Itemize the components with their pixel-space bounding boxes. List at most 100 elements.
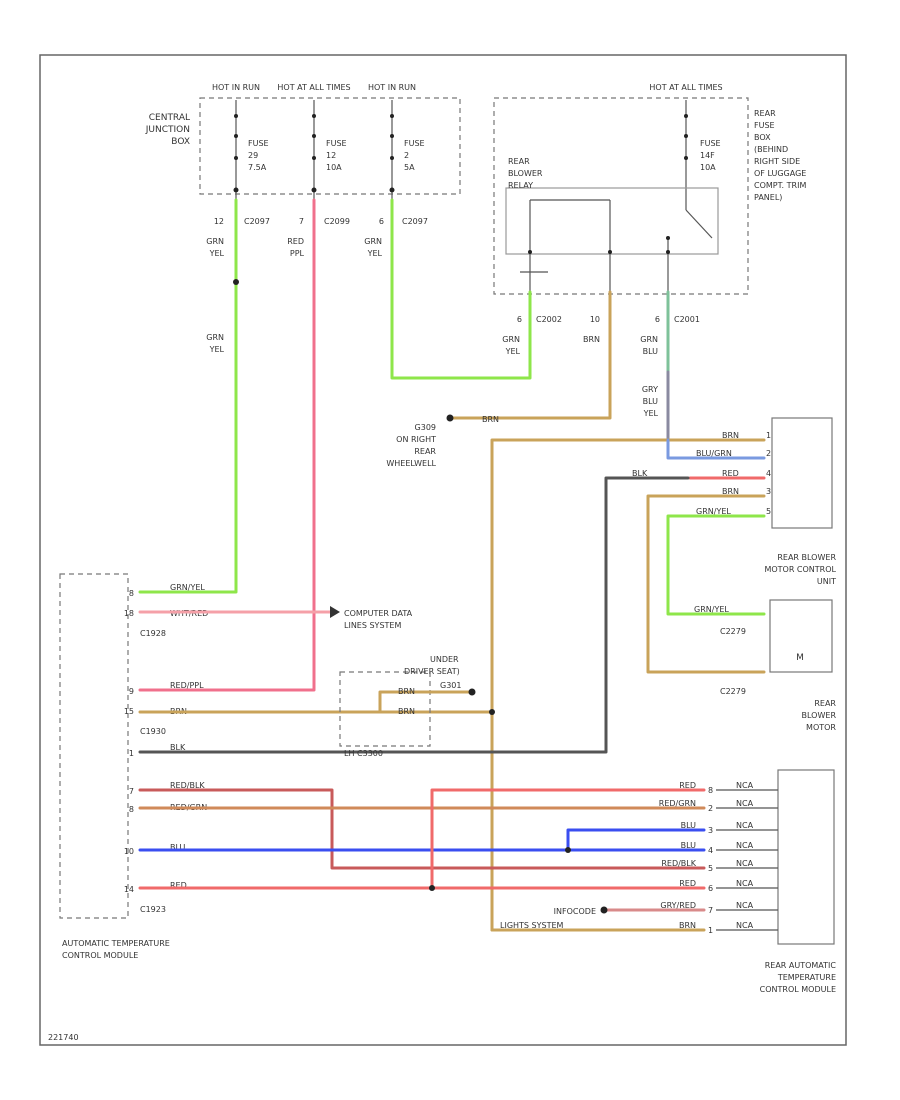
fuse-29-num: 29 xyxy=(248,151,258,160)
fuse-2-num: 2 xyxy=(404,151,409,160)
wire-brn-g301 xyxy=(378,690,472,714)
rear-fuse-14f: FUSE 14F 10A xyxy=(684,100,721,190)
rbmcu-wire-brn-1 xyxy=(490,438,766,932)
w5-label-b: YEL xyxy=(505,347,521,356)
w4-label-a: GRN xyxy=(206,333,224,342)
motor-label-3: MOTOR xyxy=(806,723,836,732)
motor-m-symbol: M xyxy=(796,653,804,663)
wire-grn-yel-3 xyxy=(390,198,532,380)
ratc-wire-label: BLU xyxy=(681,821,697,830)
ratc-pin: 5 xyxy=(708,864,713,873)
fuse-column-1: FUSE 29 7.5A xyxy=(233,100,269,200)
rbmcu-blk: BLK xyxy=(632,469,648,478)
cjb-conn1-pin: 12 xyxy=(214,217,224,226)
fuse-14f-amp: 10A xyxy=(700,163,716,172)
w8-label-a: GRY xyxy=(642,385,658,394)
rear-fuse-box xyxy=(493,97,749,295)
cjb-conn1: C2097 xyxy=(244,217,270,226)
rfb-conn2-pin: 10 xyxy=(590,315,600,324)
rbmcu-w3: RED xyxy=(722,469,739,478)
rfb-label-3: BOX xyxy=(754,133,771,142)
rbmcu-wire-blk xyxy=(138,476,690,754)
ratc-label-1: REAR AUTOMATIC xyxy=(765,961,837,970)
motor-conn2: C2279 xyxy=(720,687,746,696)
ratc-nca-label: NCA xyxy=(736,841,754,850)
rear-blower-relay xyxy=(505,187,719,255)
atc-pin-blu: 10 xyxy=(124,847,134,856)
w5-label-a: GRN xyxy=(502,335,520,344)
rfb-conn1-pin: 6 xyxy=(517,315,522,324)
diagram-frame xyxy=(39,54,847,1046)
rbmcu-wire-brn-3 xyxy=(646,494,766,674)
rbmcu-label-3: UNIT xyxy=(817,577,836,586)
power-feed-1-a: HOT IN RUN xyxy=(212,83,260,92)
rbmcu-w2: BLU/GRN xyxy=(696,449,732,458)
relay-internals xyxy=(520,190,713,292)
ground-g309-line1: ON RIGHT xyxy=(396,435,436,444)
w1-label-a: GRN xyxy=(206,237,224,246)
w2-label-b: PPL xyxy=(290,249,305,258)
fuse-14f-num: 14F xyxy=(700,151,715,160)
atc-pin-brn: 15 xyxy=(124,707,134,716)
relay-label-2: BLOWER xyxy=(508,169,543,178)
rbmcu-pin-1: 1 xyxy=(766,431,771,440)
atc-label-1: AUTOMATIC TEMPERATURE xyxy=(62,939,170,948)
infocode-text: INFOCODE xyxy=(554,907,596,916)
ratc-nca-label: NCA xyxy=(736,879,754,888)
ratc-wire-label: BLU xyxy=(681,841,697,850)
power-feed-2: HOT AT ALL TIMES xyxy=(277,83,350,92)
ratc-pin: 6 xyxy=(708,884,713,893)
w3-label-a: GRN xyxy=(364,237,382,246)
ratc-pin: 3 xyxy=(708,826,713,835)
ratc-wire-label: BRN xyxy=(679,921,696,930)
computer-data-2: LINES SYSTEM xyxy=(344,621,401,630)
rfb-label-5: RIGHT SIDE xyxy=(754,157,800,166)
rbmcu-w4: BRN xyxy=(722,487,739,496)
atc-pin-wht-red: 18 xyxy=(124,609,134,618)
atc-pin-red: 14 xyxy=(124,885,134,894)
ratc-pin: 7 xyxy=(708,906,713,915)
ratc-pin: 4 xyxy=(708,846,713,855)
w3-label-b: YEL xyxy=(367,249,383,258)
w4-label-b: YEL xyxy=(209,345,225,354)
atc-pin-red-grn: 8 xyxy=(129,805,134,814)
arrow-computer-data xyxy=(330,606,340,618)
cjb-label-1: CENTRAL xyxy=(149,113,190,123)
w8-label-c: YEL xyxy=(643,409,659,418)
ratc-pin: 8 xyxy=(708,786,713,795)
ground-g309-line3: WHEELWELL xyxy=(386,459,436,468)
g301-wire-a: BRN xyxy=(398,687,415,696)
rear-blower-motor xyxy=(769,599,833,673)
ratc-rows: RED8NCARED/GRN2NCABLU3NCABLU4NCARED/BLK5… xyxy=(659,781,778,935)
ratc-label: REAR AUTOMATIC TEMPERATURE CONTROL MODUL… xyxy=(760,961,837,994)
ratc-nca-label: NCA xyxy=(736,781,754,790)
w6-label: BRN xyxy=(583,335,600,344)
g301-splice: LH C3300 xyxy=(344,749,383,758)
wire-brn-ground xyxy=(450,290,612,420)
rfb-label-1: REAR xyxy=(754,109,776,118)
w2-label-a: RED xyxy=(287,237,304,246)
rfb-label-8: PANEL) xyxy=(754,193,782,202)
g301-wire-b: BRN xyxy=(398,707,415,716)
rfb-label-4: (BEHIND xyxy=(754,145,788,154)
ratc-wire-label: RED/BLK xyxy=(661,859,696,868)
rbmcu-label-1: REAR BLOWER xyxy=(777,553,836,562)
rfb-label-2: FUSE xyxy=(754,121,775,130)
rfb-conn1: C2002 xyxy=(536,315,562,324)
atc-pin-red-ppl: 9 xyxy=(129,687,134,696)
atc-conn-c: C1923 xyxy=(140,905,166,914)
ratc-nca-label: NCA xyxy=(736,821,754,830)
atc-pin-grn-yel: 8 xyxy=(129,589,134,598)
rbmcu-label: REAR BLOWER MOTOR CONTROL UNIT xyxy=(764,553,836,586)
relay-label-3: RELAY xyxy=(508,181,533,190)
fuse-29-name: FUSE xyxy=(248,139,269,148)
fuse-2-name: FUSE xyxy=(404,139,425,148)
fuse-2-amp: 5A xyxy=(404,163,415,172)
computer-data-1: COMPUTER DATA xyxy=(344,609,413,618)
rbmcu-pin-5: 5 xyxy=(766,507,771,516)
ground-g309-line2: REAR xyxy=(414,447,436,456)
motor-conn1: C2279 xyxy=(720,627,746,636)
cjb-conn2-pin: 7 xyxy=(299,217,304,226)
power-feed-3: HOT IN RUN xyxy=(368,83,416,92)
